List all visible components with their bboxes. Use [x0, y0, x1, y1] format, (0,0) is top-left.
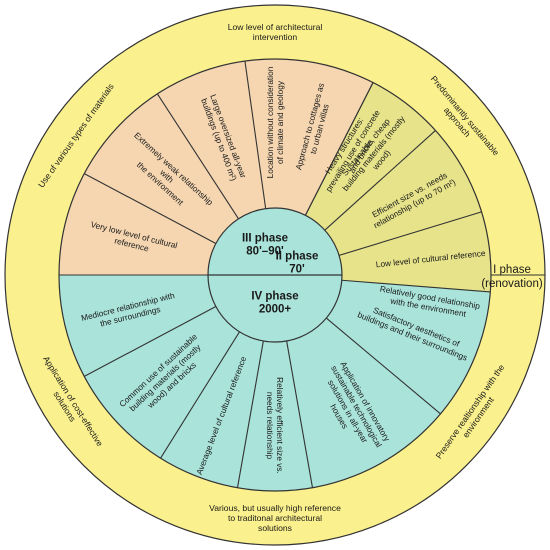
segment-divider — [160, 331, 240, 459]
phase-iii-segment-label-line: of climate and geology — [275, 80, 285, 164]
phase-iii-sector-extension — [275, 59, 374, 216]
phase-iv-segment-label: Relatively efficient size vs.needs relat… — [265, 377, 285, 474]
phase-iv-segment-label-line: Relatively efficient size vs. — [275, 377, 285, 474]
segment-divider — [84, 173, 217, 245]
phase-ii-hub-label-line: II phase — [276, 251, 319, 263]
phase-ii-sector — [305, 82, 491, 292]
segment-divider — [156, 93, 239, 220]
outer-ring-label-line: solutions — [258, 523, 292, 533]
phase-iii-hub-label-line: 80'–90' — [246, 246, 284, 258]
phase-ii-hub-label-line: 70' — [289, 264, 305, 276]
phase-i-label: I phase (renovation) — [481, 264, 543, 290]
segment-divider — [325, 317, 441, 415]
phase-iv-segment-label-line: needs relationship — [265, 392, 275, 460]
outer-ring-label-line: to traditonal architectural — [228, 513, 322, 523]
phase-iv-hub-label-line: 2000+ — [259, 304, 292, 316]
phase-ii-boundary — [304, 82, 374, 216]
phase-iii-sector — [59, 59, 275, 275]
segment-divider — [341, 279, 491, 293]
outer-ring-label-line: Low level of architectural — [228, 22, 323, 32]
phase-iii-segment-label-line: Location without consideration — [265, 66, 275, 178]
phase-iii-hub-label-line: III phase — [242, 233, 288, 245]
phase-i-label-line: (renovation) — [481, 278, 543, 290]
phase-iv-sector — [59, 275, 491, 492]
outer-ring-label-line: Various, but usually high reference — [209, 503, 341, 513]
segment-divider — [236, 340, 264, 488]
segment-divider — [84, 305, 217, 377]
phase-iv-hub-label-line: IV phase — [251, 291, 298, 303]
outer-ring-label-line: intervention — [253, 32, 298, 42]
segment-divider — [324, 130, 436, 231]
inner-ring-boundary — [58, 58, 492, 492]
segment-divider — [244, 61, 267, 209]
segment-divider — [286, 340, 314, 488]
segment-divider — [338, 211, 482, 256]
phase-i-label-line: I phase — [493, 264, 531, 276]
